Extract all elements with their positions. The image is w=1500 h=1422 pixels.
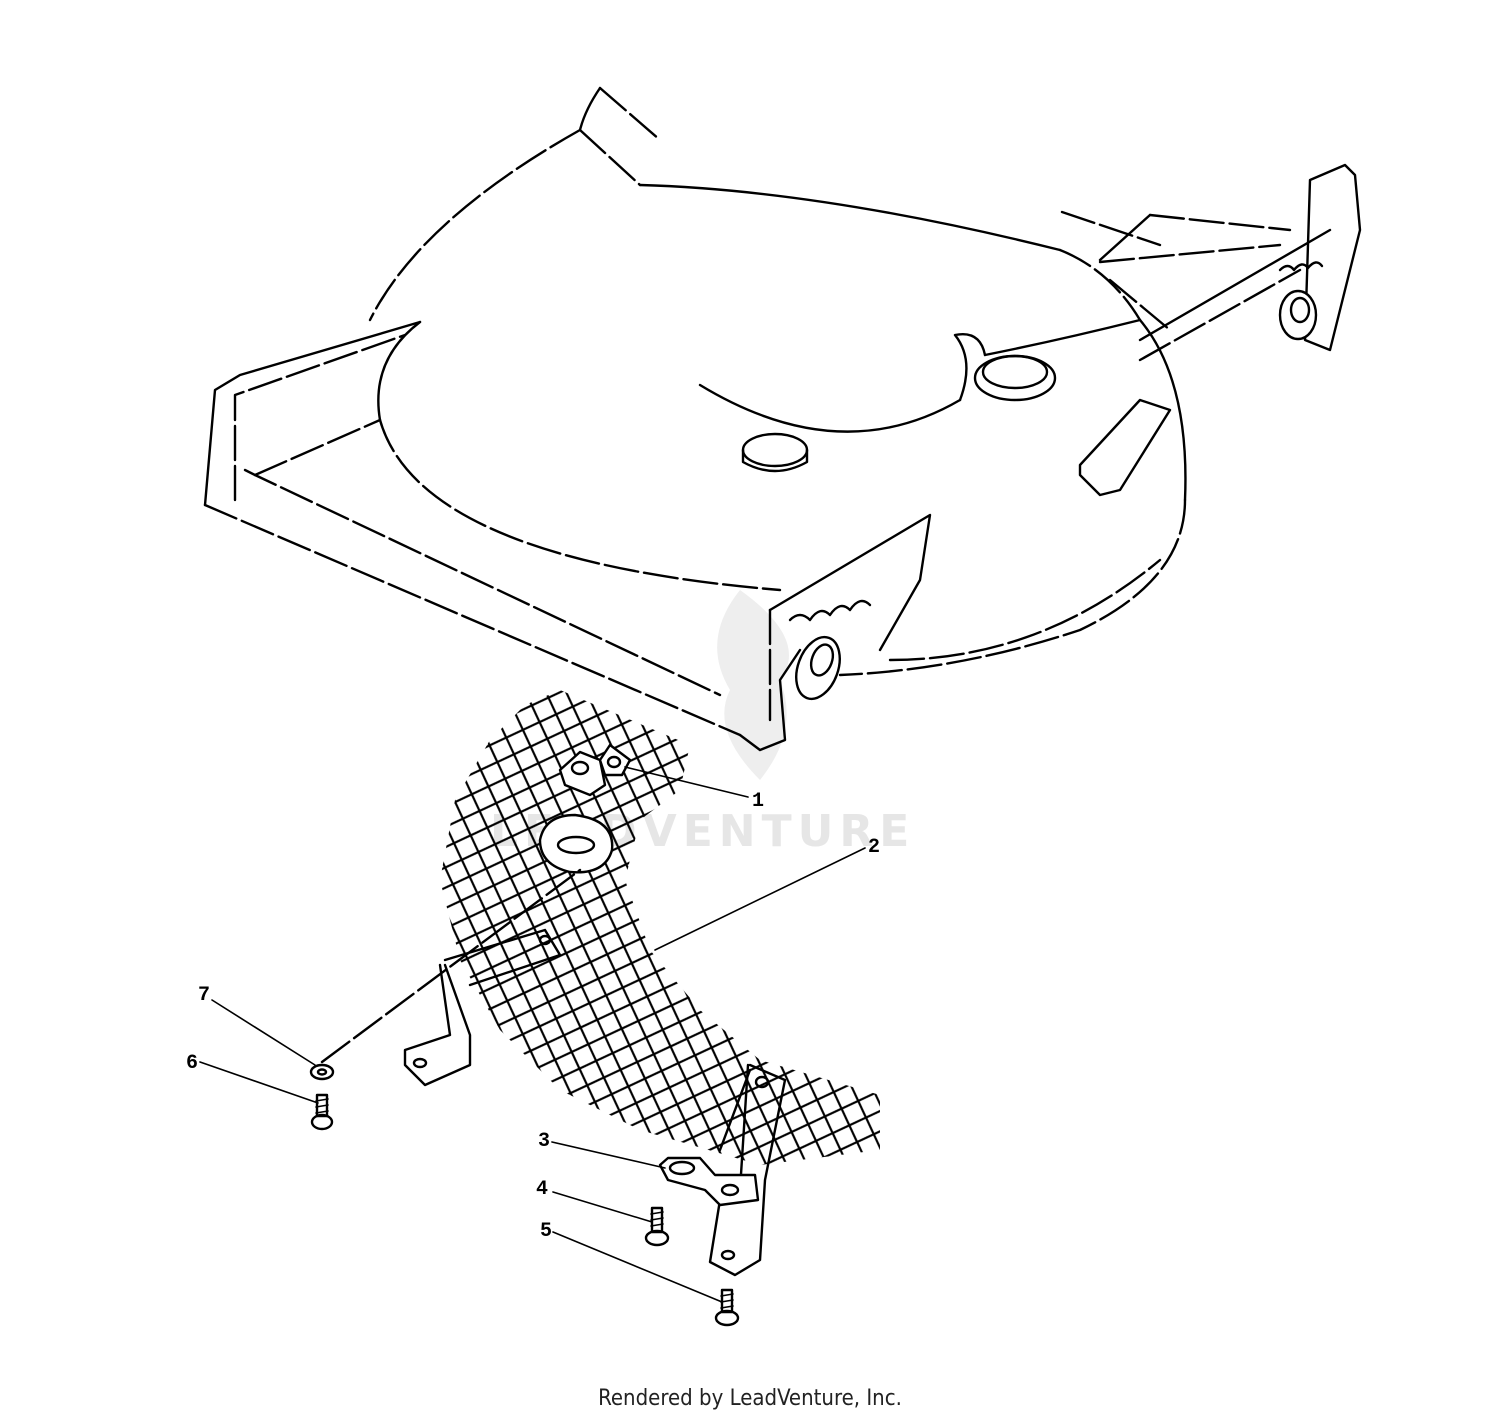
callout-1: 1 (752, 790, 764, 813)
callout-2: 2 (868, 836, 880, 859)
screw-item-6 (310, 1093, 334, 1131)
callout-7: 7 (198, 984, 210, 1007)
callout-3: 3 (538, 1130, 550, 1153)
washer-item-7 (309, 1063, 335, 1081)
footer-credit: Rendered by LeadVenture, Inc. (598, 1386, 902, 1411)
callout-4: 4 (536, 1178, 548, 1201)
alignment-line (320, 868, 582, 1064)
mower-deck-housing (203, 86, 1362, 752)
left-support-leg (403, 928, 562, 1087)
screw-item-5 (714, 1288, 740, 1327)
leader-lines (199, 766, 866, 1303)
upper-mount-bracket (538, 743, 632, 874)
bracket-item-3 (658, 1156, 760, 1207)
screw-item-4 (644, 1206, 670, 1247)
callout-labels: 1 2 3 4 5 6 7 (186, 790, 880, 1243)
callout-6: 6 (186, 1052, 198, 1075)
mesh-deflector-shield (440, 690, 880, 1165)
callout-5: 5 (540, 1220, 552, 1243)
